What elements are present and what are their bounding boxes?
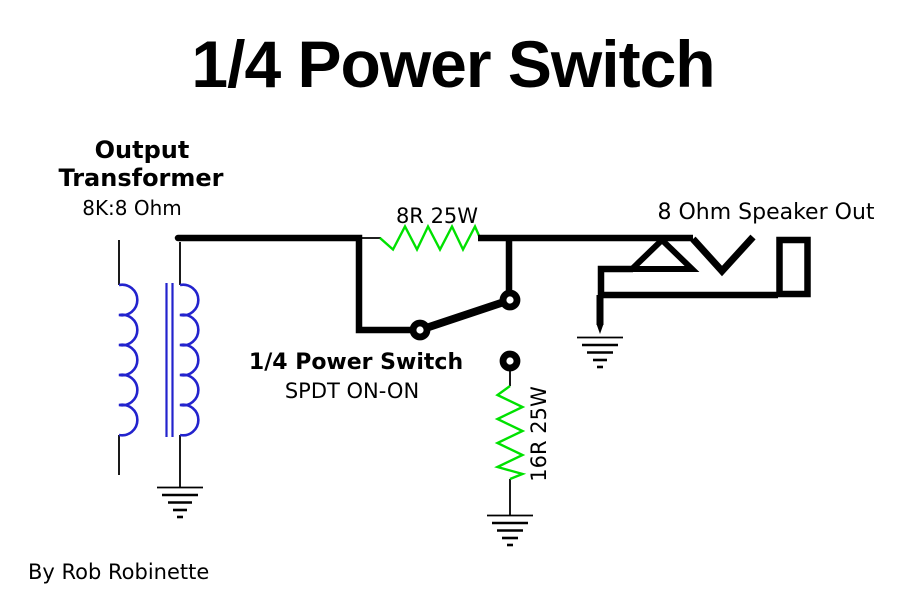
jack-ground-lead-taper (596, 324, 604, 334)
ground-symbol-jack (577, 336, 623, 369)
jack-tip-contact-triangle (624, 235, 700, 272)
jack-sleeve-terminal (776, 236, 811, 298)
jack-sleeve-arm (597, 265, 778, 299)
resistor-16r-label: 16R 25W (527, 386, 551, 482)
switch-throw-contact-lower (499, 350, 521, 372)
wires (174, 234, 693, 334)
page-title: 1/4 Power Switch (191, 27, 715, 101)
ground-symbol-16r (487, 514, 533, 547)
primary-coil (118, 283, 139, 437)
core-lines (165, 283, 174, 437)
switch-lever (416, 296, 514, 334)
transformer-spec: 8K:8 Ohm (82, 196, 182, 220)
secondary-coil (179, 283, 200, 437)
quarter-power-switch-symbol (409, 289, 521, 372)
jack-tip-spring (690, 234, 756, 277)
resistor-16r-symbol (494, 385, 527, 481)
switch-label: 1/4 Power Switch (248, 350, 464, 375)
speaker-jack-symbol (596, 234, 811, 334)
switch-type-label: SPDT ON-ON (284, 379, 420, 403)
ground-symbol-transformer (157, 486, 203, 519)
author-credit: By Rob Robinette (28, 560, 210, 584)
switch-throw-contact-upper (499, 289, 521, 311)
resistor-8r-label: 8R 25W (395, 204, 479, 228)
transformer-label-line2: Transformer (58, 164, 224, 192)
wire-transformer-to-switch-pole (174, 234, 416, 334)
switch-pole-contact (409, 319, 431, 341)
transformer-label-line1: Output (94, 136, 190, 164)
resistor-8r-zigzag (379, 223, 482, 253)
resistor-16r-zigzag (494, 385, 527, 481)
thin-leads (118, 237, 511, 515)
resistor-8r-symbol (379, 223, 482, 253)
speaker-out-label: 8 Ohm Speaker Out (657, 200, 875, 225)
output-transformer-symbol (118, 283, 200, 437)
